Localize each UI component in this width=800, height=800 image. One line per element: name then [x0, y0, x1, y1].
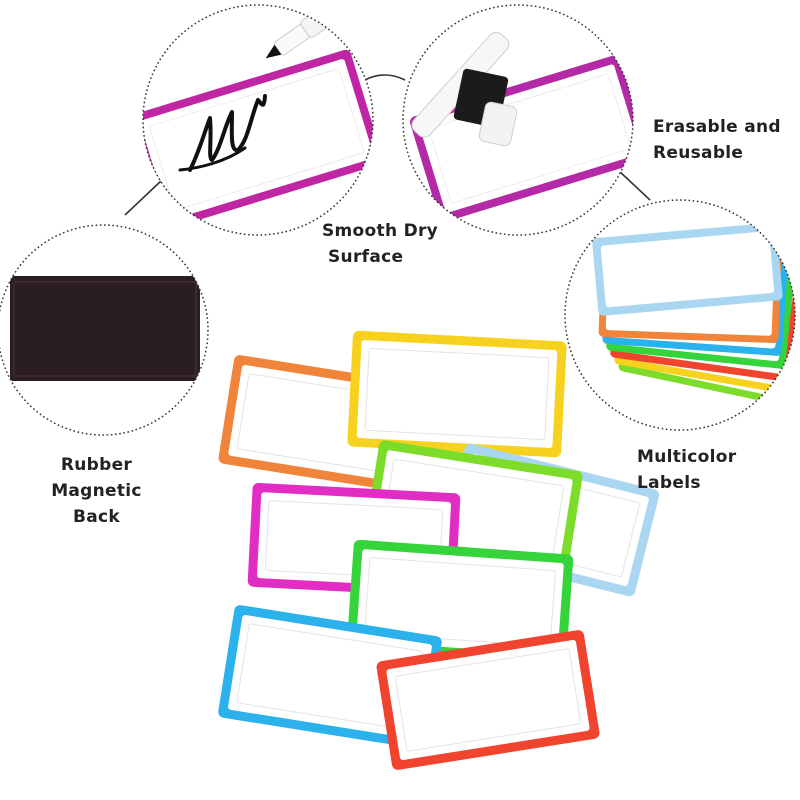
handwriting-scribble — [188, 94, 267, 172]
feature-magnetic-line2: Back — [72, 507, 120, 527]
feature-erasable-reusable: Erasable and Reusable — [653, 114, 781, 166]
label-red — [376, 630, 600, 770]
feature-magnetic-line1: Rubber Magnetic — [51, 455, 142, 501]
feature-smooth-dry-surface: Smooth Dry Surface — [322, 218, 438, 270]
feature-multicolor-labels: Multicolor Labels — [637, 444, 800, 496]
eraser-pen-icon — [411, 31, 518, 147]
eraser-circle — [402, 4, 634, 236]
feature-rubber-magnetic-back: Rubber Magnetic Back — [14, 452, 179, 530]
feature-erasable-line1: Erasable and — [653, 117, 781, 137]
feature-erasable-line2: Reusable — [653, 143, 744, 163]
feature-multicolor-line1: Multicolor Labels — [637, 447, 737, 493]
label-yellow — [347, 330, 567, 458]
multicolor-fan-circle — [564, 199, 796, 431]
feature-smooth-line2: Surface — [328, 247, 404, 267]
feature-smooth-line1: Smooth Dry — [322, 221, 439, 241]
writing-circle — [142, 4, 374, 236]
magnetic-back-circle — [0, 224, 209, 436]
connector-lines — [124, 74, 651, 216]
label-stack — [218, 330, 660, 770]
